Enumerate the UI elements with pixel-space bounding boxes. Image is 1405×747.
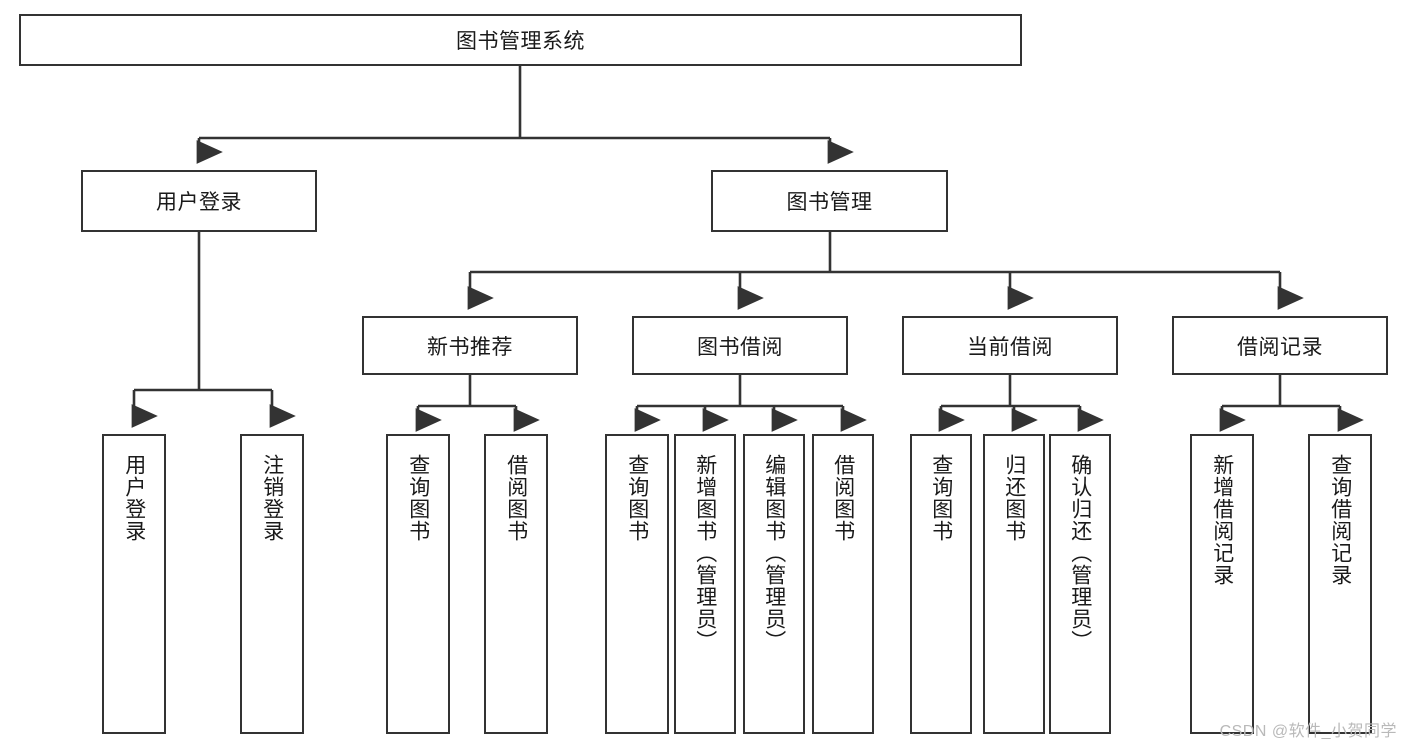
edges-book-manage <box>467 232 1304 310</box>
node-leaf-query-book-rec-label: 查询图书 <box>406 454 430 542</box>
node-leaf-add-book-label: 新增图书（管理员） <box>693 454 717 652</box>
node-borrow-record[interactable]: 借阅记录 <box>1172 316 1388 375</box>
edges-book-borrow <box>634 375 867 432</box>
node-user-login[interactable]: 用户登录 <box>81 170 317 232</box>
edges-current-borrow <box>938 375 1104 432</box>
node-leaf-query-record[interactable]: 查询借阅记录 <box>1308 434 1372 734</box>
node-leaf-return-book[interactable]: 归还图书 <box>983 434 1045 734</box>
node-leaf-add-record-label: 新增借阅记录 <box>1210 454 1234 586</box>
node-leaf-add-record[interactable]: 新增借阅记录 <box>1190 434 1254 734</box>
node-leaf-query-book-rec[interactable]: 查询图书 <box>386 434 450 734</box>
node-leaf-confirm-return-label: 确认归还（管理员） <box>1068 454 1092 652</box>
node-root-label: 图书管理系统 <box>456 30 585 53</box>
node-new-book-recommend[interactable]: 新书推荐 <box>362 316 578 375</box>
node-leaf-borrow-book-rec-label: 借阅图书 <box>504 454 528 542</box>
edges-user-login <box>131 232 296 428</box>
node-leaf-edit-book[interactable]: 编辑图书（管理员） <box>743 434 805 734</box>
edges-borrow-record <box>1219 375 1364 432</box>
node-current-borrow-label: 当前借阅 <box>967 335 1053 359</box>
edges-new-book-recommend <box>415 375 540 432</box>
node-leaf-user-login[interactable]: 用户登录 <box>102 434 166 734</box>
node-leaf-add-book[interactable]: 新增图书（管理员） <box>674 434 736 734</box>
node-leaf-borrow-book-bor[interactable]: 借阅图书 <box>812 434 874 734</box>
node-leaf-edit-book-label: 编辑图书（管理员） <box>762 454 786 652</box>
edges-root <box>196 66 854 164</box>
node-book-borrow[interactable]: 图书借阅 <box>632 316 848 375</box>
node-leaf-borrow-book-bor-label: 借阅图书 <box>831 454 855 542</box>
node-leaf-query-book-bor[interactable]: 查询图书 <box>605 434 669 734</box>
node-leaf-query-record-label: 查询借阅记录 <box>1328 454 1352 586</box>
node-leaf-query-book-cur[interactable]: 查询图书 <box>910 434 972 734</box>
node-leaf-borrow-book-rec[interactable]: 借阅图书 <box>484 434 548 734</box>
node-leaf-query-book-cur-label: 查询图书 <box>929 454 953 542</box>
node-book-borrow-label: 图书借阅 <box>697 335 783 359</box>
watermark: CSDN @软件_小贺同学 <box>1219 723 1397 740</box>
node-leaf-return-book-label: 归还图书 <box>1002 454 1026 542</box>
node-leaf-query-book-bor-label: 查询图书 <box>625 454 649 542</box>
node-root[interactable]: 图书管理系统 <box>19 14 1022 66</box>
node-leaf-user-logout-label: 注销登录 <box>260 454 284 542</box>
node-leaf-confirm-return[interactable]: 确认归还（管理员） <box>1049 434 1111 734</box>
node-book-manage[interactable]: 图书管理 <box>711 170 948 232</box>
node-current-borrow[interactable]: 当前借阅 <box>902 316 1118 375</box>
node-new-book-recommend-label: 新书推荐 <box>427 335 513 359</box>
node-book-manage-label: 图书管理 <box>786 191 873 214</box>
node-user-login-label: 用户登录 <box>156 191 242 214</box>
node-leaf-user-logout[interactable]: 注销登录 <box>240 434 304 734</box>
node-borrow-record-label: 借阅记录 <box>1237 335 1323 359</box>
node-leaf-user-login-label: 用户登录 <box>122 454 146 542</box>
